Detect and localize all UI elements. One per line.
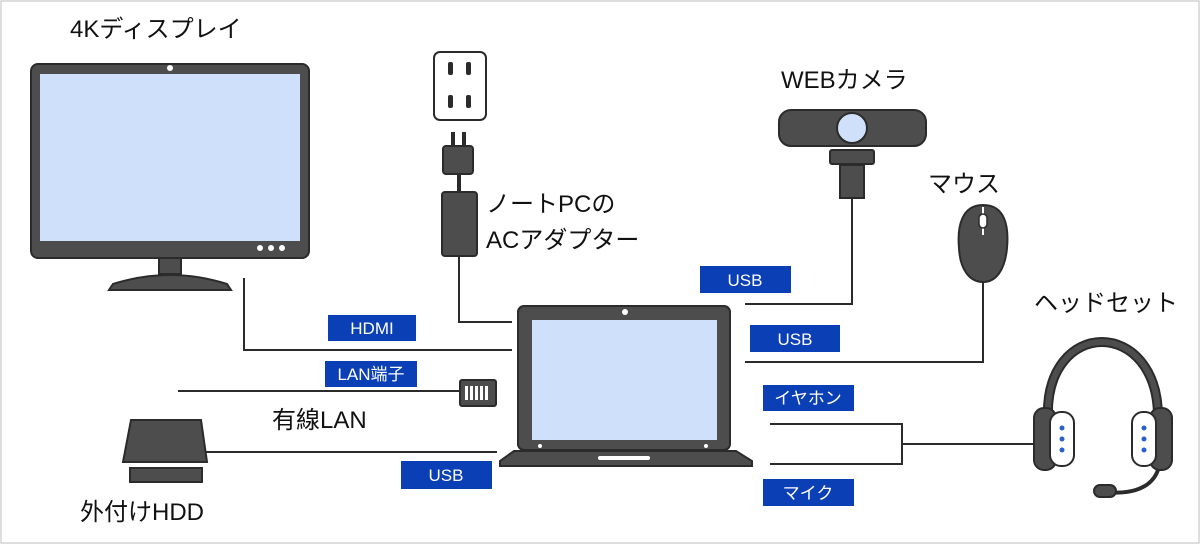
webcam-cable (745, 198, 853, 305)
label-headset: ヘッドセット (1034, 290, 1178, 317)
external-hdd (121, 419, 209, 483)
svg-text:イヤホン: イヤホン (774, 389, 842, 408)
tag-earphone: イヤホン (763, 385, 854, 411)
mouse (957, 203, 1009, 284)
webcam (778, 109, 927, 199)
monitor-button (268, 245, 274, 251)
label-webcam: WEBカメラ (781, 67, 908, 94)
label-4k-display: 4Kディスプレイ (70, 16, 242, 43)
svg-text:USB: USB (778, 330, 813, 349)
label-external-hdd: 外付けHDD (80, 499, 204, 526)
tag-mic: マイク (763, 479, 854, 506)
svg-text:HDMI: HDMI (350, 319, 393, 338)
lan-plug (459, 379, 497, 407)
headset (1033, 337, 1173, 498)
label-adapter-line2: ACアダプター (486, 227, 639, 254)
ac-adapter (441, 132, 478, 257)
monitor (30, 63, 310, 291)
svg-text:USB: USB (429, 466, 464, 485)
headset-mic (1093, 484, 1117, 498)
wall-outlet (433, 51, 487, 121)
svg-text:USB: USB (728, 271, 763, 290)
label-adapter-line1: ノートPCの (486, 191, 615, 218)
monitor-camera-dot (167, 65, 173, 71)
laptop-touchpad (598, 456, 650, 460)
monitor-button (257, 245, 263, 251)
label-wired-lan: 有線LAN (272, 407, 367, 434)
tag-hdmi: HDMI (328, 315, 416, 341)
wires (178, 198, 1035, 465)
laptop-camera-dot (622, 309, 628, 315)
laptop (499, 305, 753, 467)
adapter-cable (458, 256, 512, 323)
svg-text:LAN端子: LAN端子 (337, 365, 404, 384)
tag-lan: LAN端子 (325, 361, 417, 387)
tag-usb-mouse: USB (750, 325, 840, 352)
svg-text:マイク: マイク (783, 484, 834, 503)
label-mouse: マウス (928, 171, 1000, 198)
tag-usb-hdd: USB (401, 461, 492, 489)
tag-usb-webcam: USB (700, 266, 791, 293)
mouse-cable (745, 280, 984, 363)
hdmi-cable (243, 278, 512, 351)
monitor-button (279, 245, 285, 251)
